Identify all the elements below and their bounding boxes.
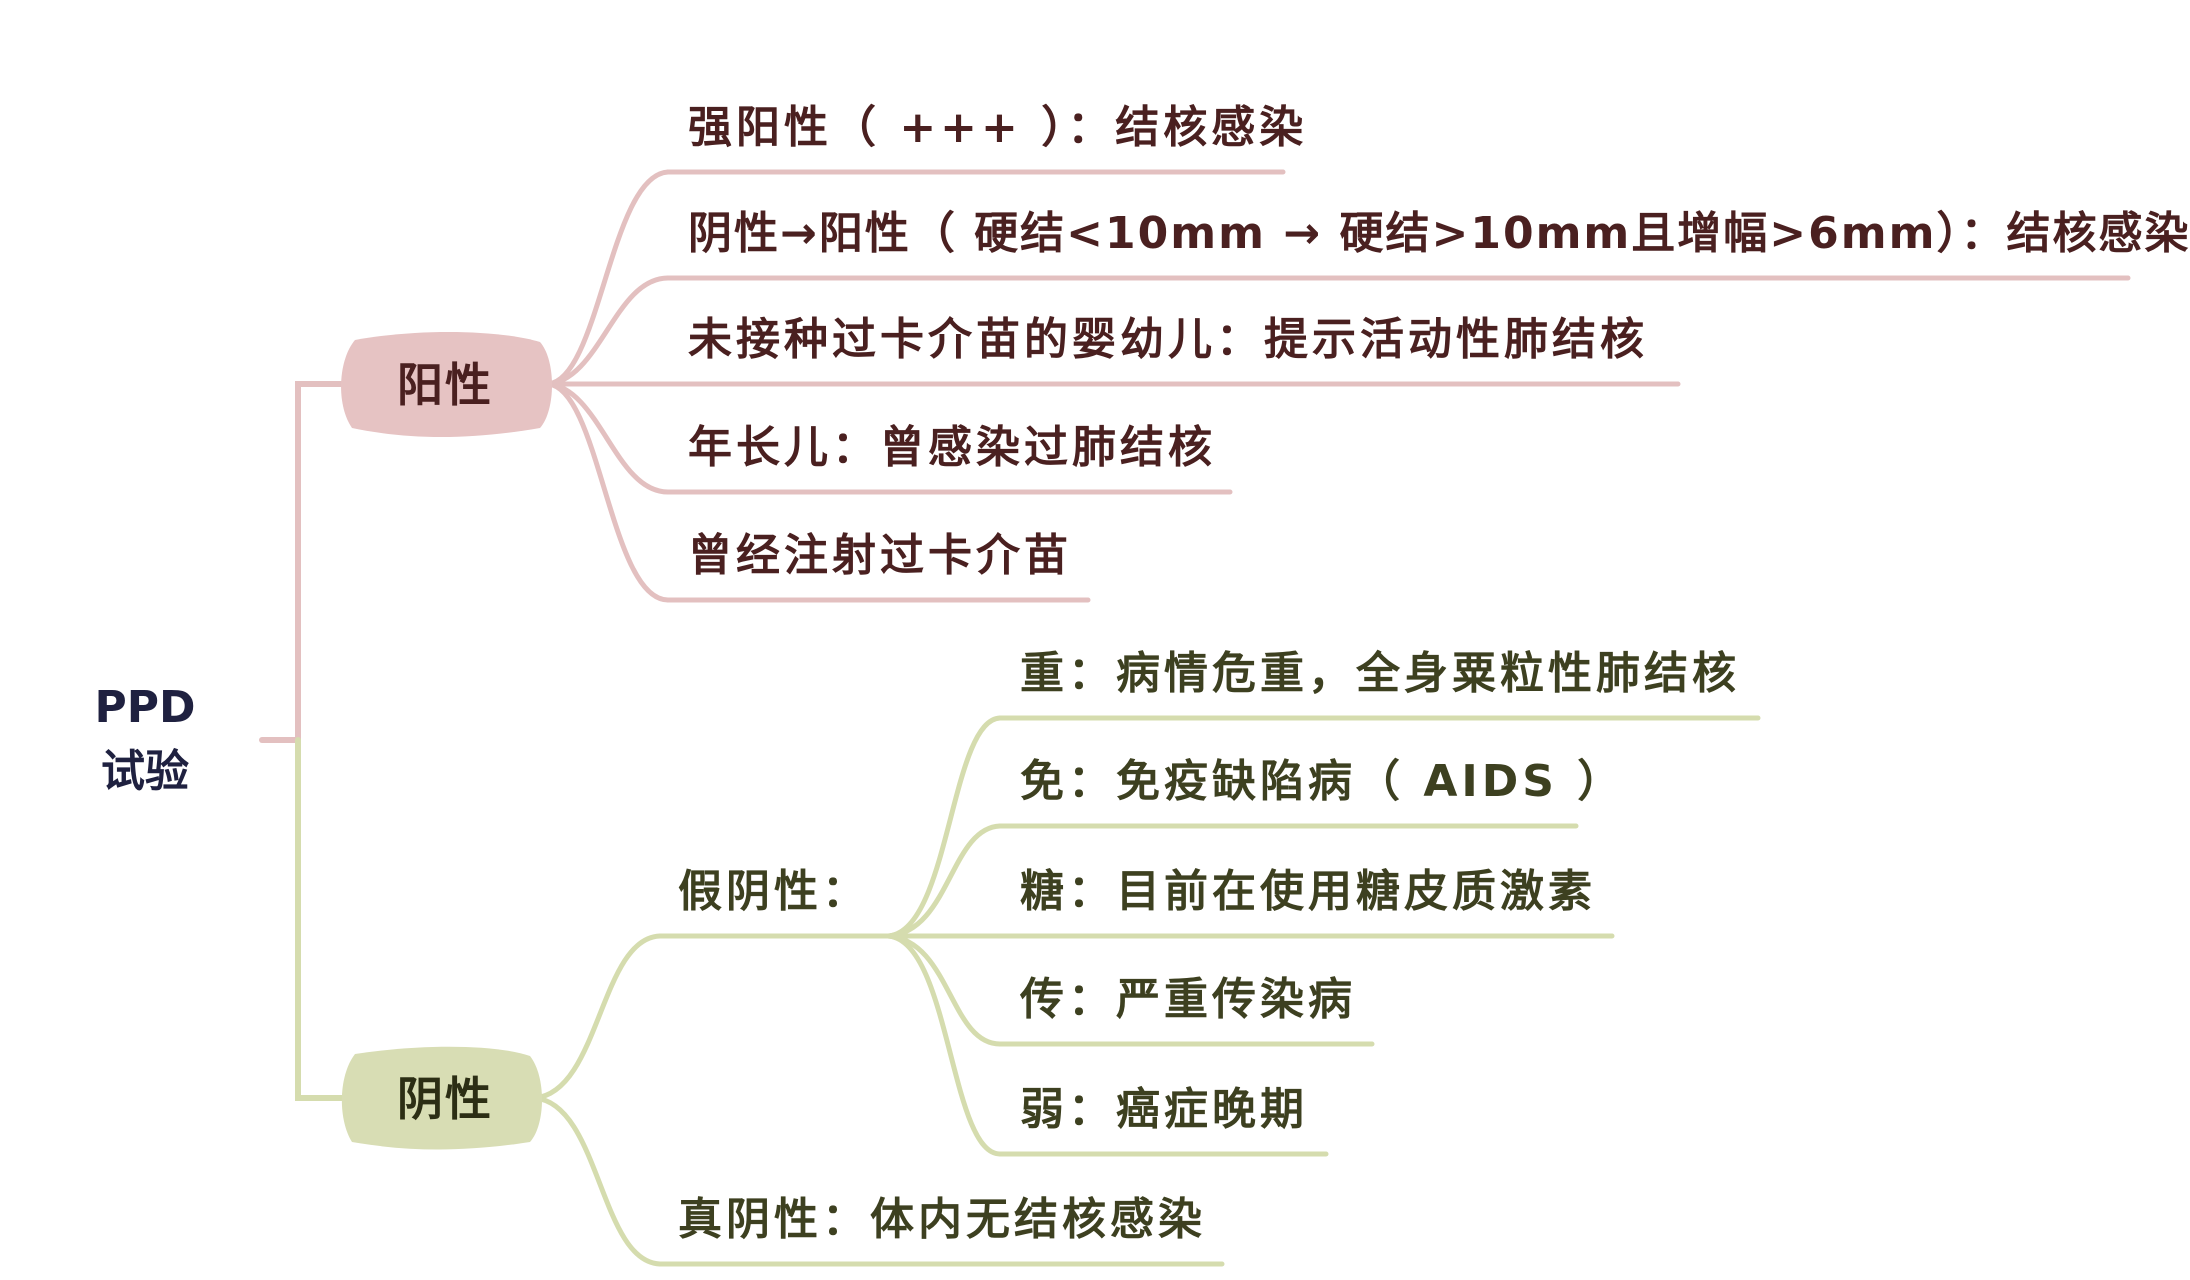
negative-connectors: [532, 715, 1003, 1267]
connector-false-4: [885, 933, 1003, 1047]
positive-node: [341, 331, 552, 437]
negative-underlines: [657, 715, 1761, 1267]
true-negative-label: 真阴性：体内无结核感染: [678, 1194, 1206, 1245]
connector-positive-1: [545, 169, 671, 387]
false-negative-item-2: 免：免疫缺陷病（ AIDS ）: [1020, 756, 1626, 807]
negative-label: 阴性: [397, 1072, 493, 1126]
connector-false-2: [885, 823, 1003, 939]
root-label-line1: PPD: [94, 682, 196, 733]
connector-negative-true: [532, 1095, 663, 1267]
positive-underlines: [665, 169, 2131, 603]
connector-false-5: [885, 933, 1003, 1157]
false-negative-item-3: 糖：目前在使用糖皮质激素: [1020, 866, 1596, 917]
false-negative-item-5: 弱：癌症晚期: [1020, 1084, 1308, 1135]
positive-label: 阳性: [397, 358, 493, 412]
root-label-line2: 试验: [101, 746, 189, 797]
false-negative-label: 假阴性：: [678, 866, 870, 917]
false-negative-item-4: 传：严重传染病: [1020, 974, 1356, 1025]
connector-trunk-negative: [295, 737, 348, 1101]
connector-positive-2: [545, 275, 671, 387]
positive-item-5: 曾经注射过卡介苗: [688, 530, 1072, 581]
positive-item-2: 阴性→阳性（ 硬结<10mm → 硬结>10mm且增幅>6mm）：结核感染: [688, 208, 2190, 259]
false-negative-item-1: 重：病情危重，全身粟粒性肺结核: [1020, 648, 1740, 699]
positive-item-1: 强阳性（ +++ ）：结核感染: [688, 102, 1308, 153]
negative-node: [341, 1046, 542, 1150]
connector-positive-5: [545, 381, 671, 603]
positive-connectors: [545, 169, 671, 603]
positive-item-3: 未接种过卡介苗的婴幼儿：提示活动性肺结核: [688, 314, 1648, 365]
positive-item-4: 年长儿：曾感染过肺结核: [688, 422, 1216, 473]
connector-positive-4: [545, 381, 671, 495]
connector-negative-false: [532, 933, 663, 1101]
connector-trunk-positive: [295, 381, 348, 743]
connector-false-1: [885, 715, 1003, 939]
root-node: PPD 试验: [75, 686, 215, 794]
root-connectors: [259, 381, 348, 1101]
